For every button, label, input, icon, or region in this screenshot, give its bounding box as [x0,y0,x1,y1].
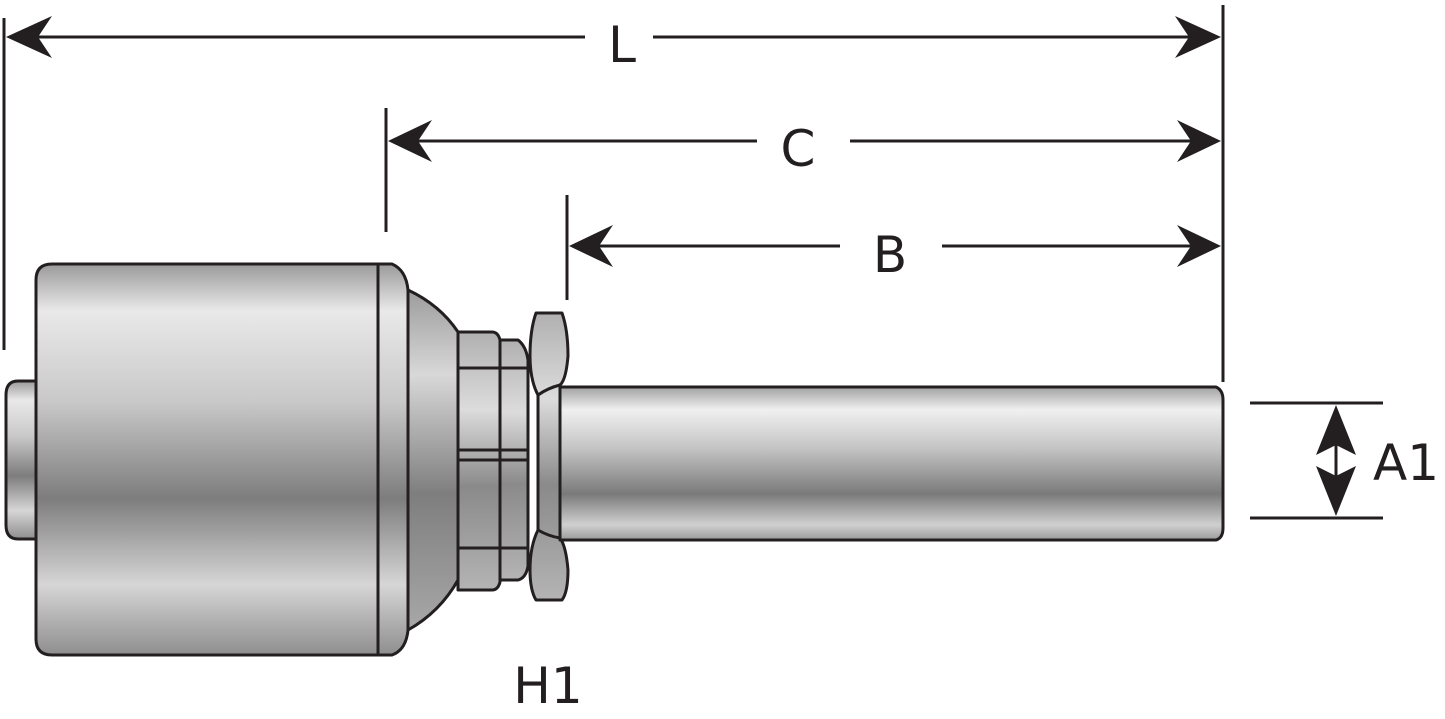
dimension-l: L [6,16,1221,74]
arrowhead-c-right [1177,120,1221,162]
arrowhead-c-left [388,120,432,162]
arrowhead-b-right [1177,225,1221,267]
arrowhead-b-left [569,225,613,267]
ferrule-cone [406,288,460,632]
arrowhead-a1-top [1316,405,1356,455]
dimension-c: C [388,120,1221,178]
arrowhead-l-left [6,16,52,58]
ferrule-shell [34,262,380,657]
hose-stub [4,379,38,541]
nut-flat-lower [537,528,561,540]
arrowhead-l-right [1175,16,1221,58]
extension-lines [2,5,1383,520]
dimension-label-b: B [873,226,907,284]
ferrule-collar [376,262,410,657]
arrowhead-a1-bottom [1316,466,1356,516]
dimension-label-c: C [781,120,816,178]
nut-flat-upper [537,383,561,397]
dimension-label-h1: H1 [513,657,582,715]
dimension-label-l: L [608,16,636,74]
dimension-a1: A1 [1316,405,1439,516]
hose-fitting [4,262,1225,657]
dimension-b: B [569,225,1221,284]
tube [558,385,1225,542]
dimension-label-a1: A1 [1373,434,1439,492]
